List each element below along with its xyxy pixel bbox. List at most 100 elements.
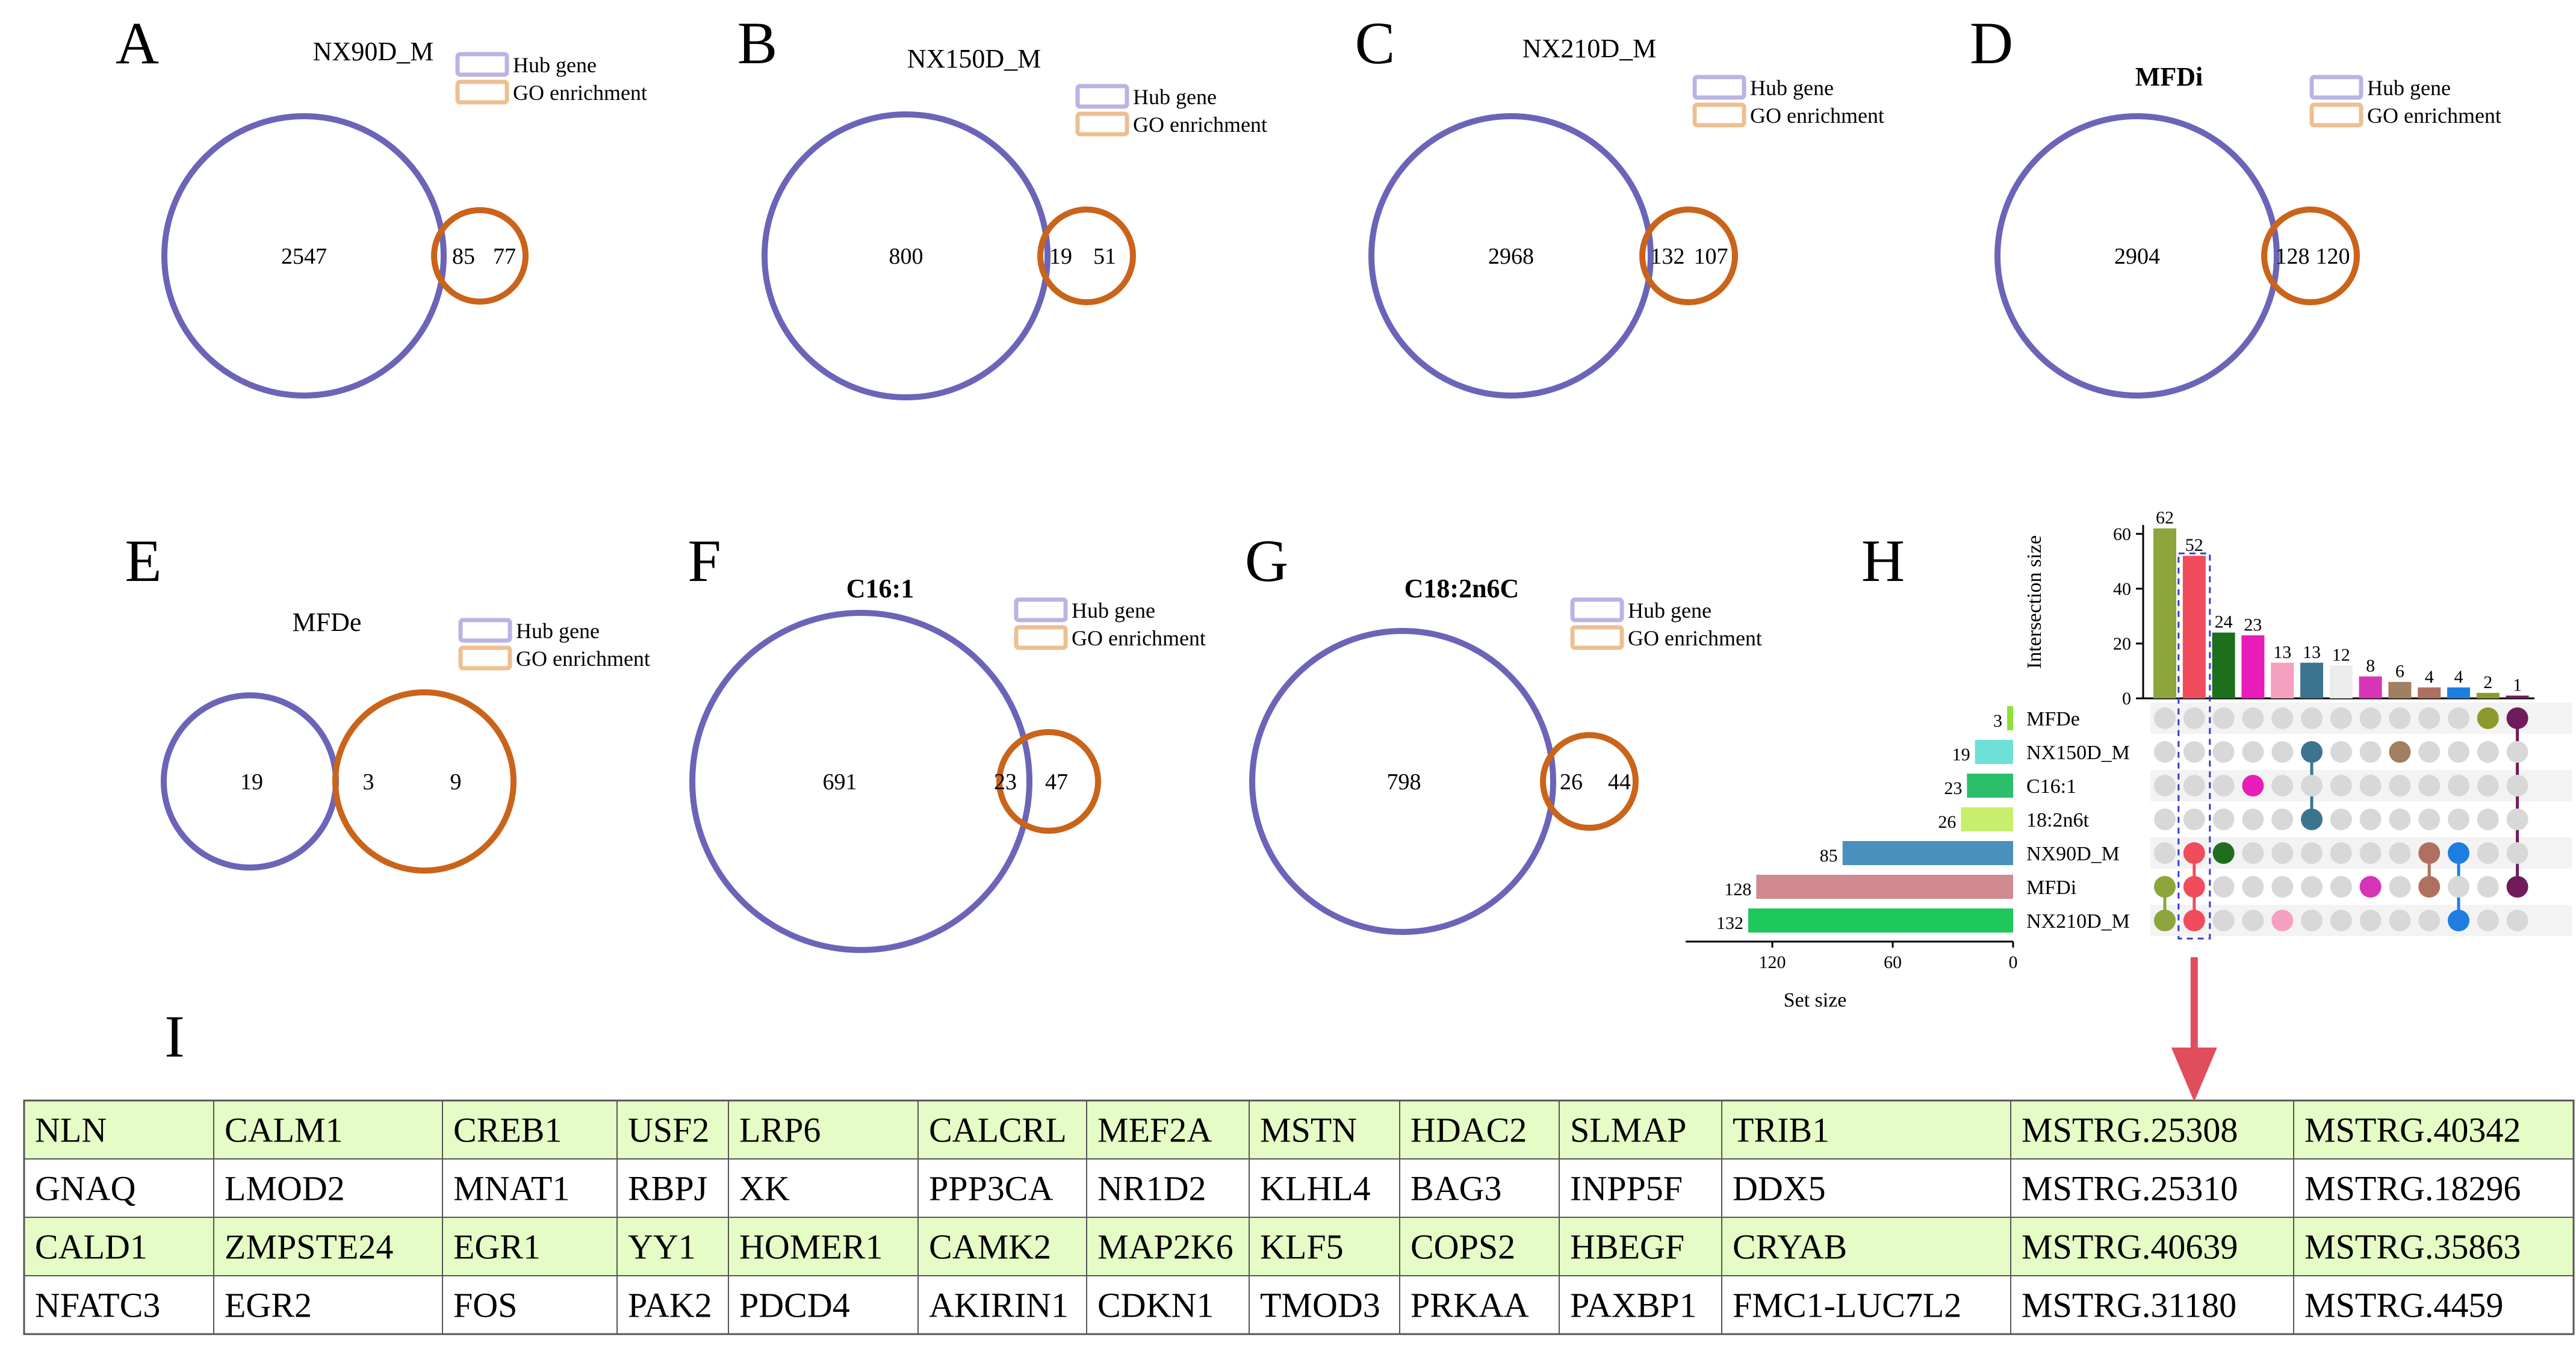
venn-title: NX90D_M: [313, 37, 433, 66]
hub-only-count: 19: [240, 769, 263, 795]
hub-gene-circle: [161, 113, 447, 399]
go-enrichment-circle: [996, 729, 1101, 834]
table-cell: PRKAA: [1411, 1286, 1529, 1325]
venn-title: NX210D_M: [1522, 34, 1656, 63]
hub-only-count: 2547: [281, 244, 327, 269]
matrix-dot: [2242, 876, 2264, 898]
highlight-box: [2177, 552, 2211, 940]
matrix-dot-active: [2418, 876, 2441, 898]
matrix-dot: [2389, 775, 2411, 796]
x-tick-label: 60: [1884, 952, 1902, 972]
intersection-bar-label: 1: [2513, 675, 2522, 695]
matrix-dot: [2301, 910, 2323, 931]
matrix-dot: [2389, 842, 2411, 864]
matrix-dot-active: [2506, 876, 2528, 898]
set-name-label: NX210D_M: [2026, 910, 2130, 933]
matrix-dot: [2359, 910, 2382, 931]
matrix-dot-active: [2183, 842, 2205, 864]
matrix-dot: [2359, 842, 2382, 864]
matrix-dot: [2271, 809, 2294, 830]
intersection-bar: [2182, 556, 2206, 698]
matrix-dot: [2212, 775, 2235, 796]
legend-swatch-hub: [455, 52, 509, 77]
set-size-bar: [1975, 740, 2013, 764]
table-cell: MSTRG.40639: [2022, 1228, 2238, 1267]
go-enrichment-circle: [332, 689, 517, 874]
intersection-matrix: [2154, 552, 2528, 940]
venn-title: NX150D_M: [907, 44, 1041, 73]
matrix-dot: [2418, 741, 2441, 763]
matrix-dot-active: [2242, 775, 2264, 796]
matrix-dot: [2330, 741, 2352, 763]
go-enrichment-circle: [1639, 206, 1738, 305]
matrix-dot-active: [2418, 842, 2441, 864]
table-cell: CAMK2: [929, 1228, 1051, 1267]
matrix-dot: [2330, 775, 2352, 796]
hub-only-count: 800: [889, 244, 923, 269]
set-name-label: C16:1: [2026, 775, 2076, 798]
intersection-bar: [2359, 676, 2382, 698]
matrix-dot: [2506, 910, 2528, 931]
table-cell: MSTRG.25310: [2022, 1169, 2238, 1208]
panel-letter: I: [164, 1003, 184, 1070]
table-cell: GNAQ: [35, 1169, 136, 1208]
intersection-bar-label: 52: [2185, 535, 2203, 555]
matrix-dot: [2212, 741, 2235, 763]
matrix-dot: [2271, 707, 2294, 729]
panel-letter: D: [1970, 10, 2013, 76]
matrix-dot: [2212, 707, 2235, 729]
hub-only-count: 798: [1387, 769, 1421, 795]
matrix-dot: [2183, 707, 2205, 729]
go-only-count: 51: [1093, 244, 1116, 269]
matrix-dot-active: [2301, 741, 2323, 763]
venn-title: MFDi: [2135, 62, 2203, 92]
set-size-label: 23: [1944, 778, 1962, 798]
intersection-bar: [2329, 665, 2353, 698]
legend-label-go: GO enrichment: [2367, 104, 2501, 128]
go-only-count: 107: [1694, 244, 1728, 269]
table-cell: HBEGF: [1570, 1228, 1684, 1267]
matrix-dot: [2301, 775, 2323, 796]
legend-label-go: GO enrichment: [1133, 113, 1267, 137]
legend-swatch-hub: [458, 618, 512, 643]
matrix-dot-active: [2154, 910, 2176, 931]
table-cell: INPP5F: [1570, 1169, 1683, 1208]
go-only-count: 9: [450, 769, 462, 795]
set-name-label: MFDe: [2026, 708, 2080, 730]
x-tick-label: 0: [2009, 952, 2018, 972]
intersection-bar: [2476, 692, 2500, 698]
panel-letter: G: [1245, 527, 1288, 594]
table-cell: EGR2: [225, 1286, 312, 1325]
overlap-count: 132: [1651, 244, 1685, 269]
matrix-stripes: [2150, 703, 2572, 936]
legend-swatch-hub: [1014, 597, 1068, 623]
set-size-bar: [1961, 807, 2013, 831]
matrix-dot: [2271, 741, 2294, 763]
panel-letter: E: [125, 527, 161, 594]
panel-letter: H: [1861, 527, 1905, 594]
matrix-dot: [2242, 741, 2264, 763]
table-cell: LRP6: [739, 1111, 821, 1150]
legend-label-hub: Hub gene: [516, 619, 600, 643]
intersection-bar: [2300, 662, 2323, 698]
table-grid: [23, 1099, 2575, 1335]
set-name-label: NX90D_M: [2026, 843, 2120, 865]
intersection-bar: [2241, 635, 2265, 698]
intersection-bar-label: 62: [2156, 508, 2174, 528]
intersection-bar-label: 6: [2395, 662, 2404, 681]
set-size-label: 85: [1820, 846, 1838, 866]
matrix-dot: [2359, 741, 2382, 763]
go-only-count: 77: [493, 244, 516, 269]
legend-label-hub: Hub gene: [1750, 76, 1834, 100]
table-cell: MSTRG.18296: [2304, 1169, 2521, 1208]
matrix-dot: [2359, 809, 2382, 830]
intersection-bar-label: 13: [2303, 642, 2321, 662]
table-cell: PDCD4: [739, 1286, 850, 1325]
matrix-dot: [2183, 775, 2205, 796]
table-cell: CRYAB: [1733, 1228, 1847, 1267]
